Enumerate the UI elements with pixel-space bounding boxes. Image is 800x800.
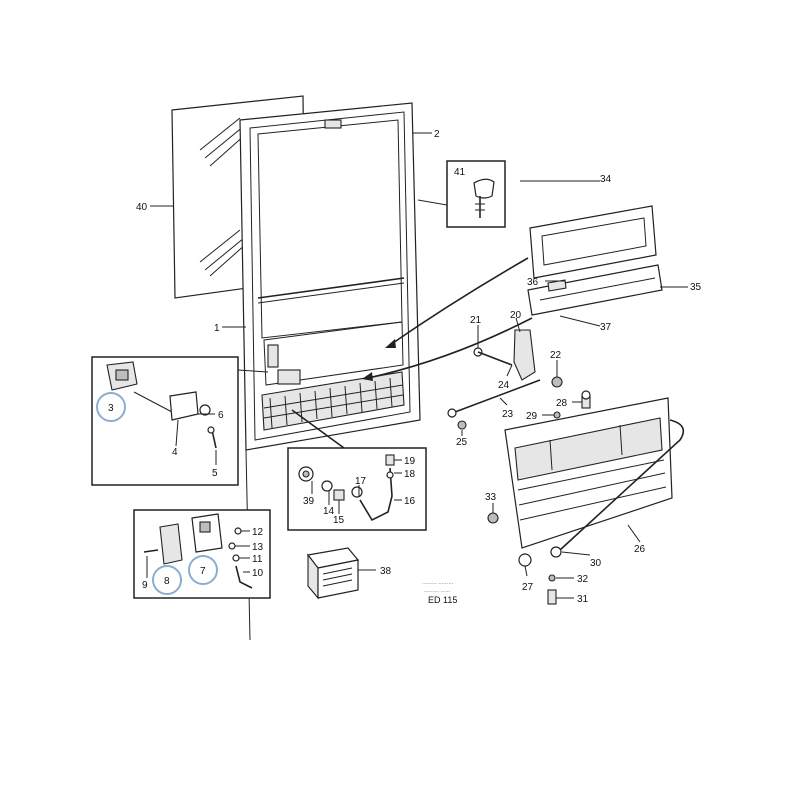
callout-36: 36 <box>527 277 539 288</box>
callout-30: 30 <box>590 558 602 569</box>
leader-lines <box>146 132 688 599</box>
callout-22: 22 <box>550 350 562 361</box>
callout-13: 13 <box>252 542 264 553</box>
hinge-detail-box <box>91 356 269 486</box>
caption-fine-line-2: ……… …… <box>424 588 450 594</box>
callout-17: 17 <box>355 476 367 487</box>
callout-10: 10 <box>252 568 264 579</box>
callout-32: 32 <box>577 574 589 585</box>
callout-20: 20 <box>510 310 522 321</box>
callout-1: 1 <box>214 323 220 334</box>
callout-7: 7 <box>200 566 206 577</box>
callout-8: 8 <box>164 576 170 587</box>
callout-16: 16 <box>404 496 416 507</box>
trim-strips <box>527 205 663 316</box>
callout-14: 14 <box>323 506 335 517</box>
callout-41: 41 <box>454 167 466 178</box>
callout-25: 25 <box>456 437 468 448</box>
door-frame <box>239 102 421 641</box>
callout-35: 35 <box>690 282 702 293</box>
callout-37: 37 <box>600 322 612 333</box>
bottom-panel <box>487 397 685 605</box>
caption-code: ED 115 <box>428 595 457 605</box>
caption-fine-line-1: ……… ……… <box>422 580 453 586</box>
latch-detail-box <box>133 509 271 599</box>
callout-9: 9 <box>142 580 148 591</box>
callout-12: 12 <box>252 527 264 538</box>
arrowhead-upper <box>385 339 396 348</box>
callout-11: 11 <box>252 554 263 565</box>
callout-4: 4 <box>172 447 178 458</box>
callout-15: 15 <box>333 515 345 526</box>
linkage-parts <box>447 329 591 430</box>
callout-39: 39 <box>303 496 315 507</box>
callout-28: 28 <box>556 398 568 409</box>
arrow-lower <box>367 317 533 379</box>
callout-38: 38 <box>380 566 392 577</box>
callout-19: 19 <box>404 456 416 467</box>
callout-27: 27 <box>522 582 534 593</box>
callout-5: 5 <box>212 468 218 479</box>
callout-24: 24 <box>498 380 510 391</box>
drawing-caption: ……… ……… ……… …… ED 115 <box>422 580 457 605</box>
callout-6: 6 <box>218 410 224 421</box>
arrowhead-lower <box>362 372 373 381</box>
arrow-upper <box>389 257 529 346</box>
callouts: 40 2 1 41 34 35 36 37 21 20 22 24 23 25 … <box>108 129 702 605</box>
callout-21: 21 <box>470 315 482 326</box>
callout-26: 26 <box>634 544 646 555</box>
callout-34: 34 <box>600 174 612 185</box>
part-41-box <box>417 160 506 228</box>
callout-18: 18 <box>404 469 416 480</box>
callout-40: 40 <box>136 202 148 213</box>
callout-2: 2 <box>434 129 440 140</box>
callout-29: 29 <box>526 411 538 422</box>
callout-23: 23 <box>502 409 514 420</box>
module-38 <box>306 547 360 600</box>
callout-3: 3 <box>108 403 114 414</box>
callout-31: 31 <box>577 594 589 605</box>
callout-33: 33 <box>485 492 497 503</box>
